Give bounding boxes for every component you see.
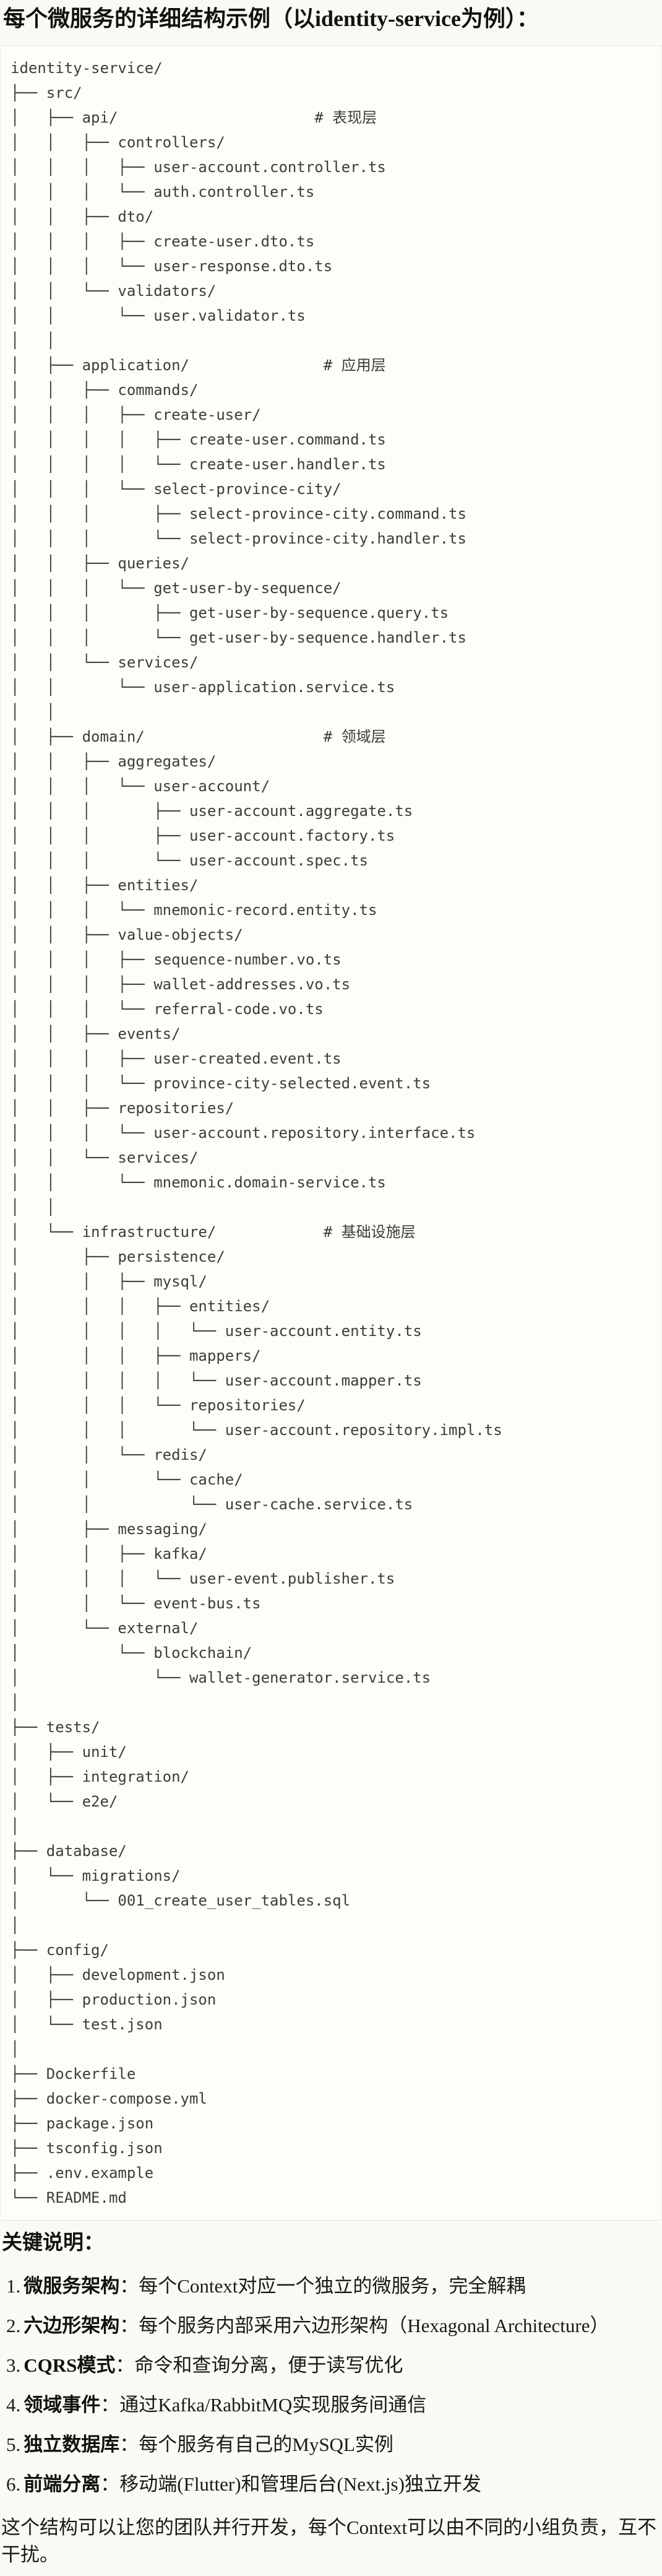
item-number: 1. xyxy=(6,2275,21,2297)
item-text: ：每个Context对应一个独立的微服务，完全解耦 xyxy=(119,2275,526,2297)
item-number: 2. xyxy=(6,2314,21,2336)
item-text: ：每个服务内部采用六边形架构（Hexagonal Architecture） xyxy=(119,2314,609,2336)
item-label: 六边形架构 xyxy=(24,2314,120,2336)
item-number: 5. xyxy=(6,2433,21,2455)
item-number: 3. xyxy=(6,2354,21,2376)
list-item: 5.独立数据库：每个服务有自己的MySQL实例 xyxy=(6,2431,662,2458)
item-number: 4. xyxy=(6,2393,21,2416)
item-label: 微服务架构 xyxy=(24,2275,120,2297)
item-text: ：移动端(Flutter)和管理后台(Next.js)独立开发 xyxy=(100,2473,481,2495)
item-number: 6. xyxy=(6,2473,21,2495)
item-text: ：每个服务有自己的MySQL实例 xyxy=(119,2433,393,2455)
notes-heading: 关键说明： xyxy=(2,2231,104,2254)
item-label: 前端分离 xyxy=(24,2473,101,2495)
code-block: identity-service/ ├── src/ │ ├── api/ # … xyxy=(0,45,662,2221)
item-text: ：通过Kafka/RabbitMQ实现服务间通信 xyxy=(100,2393,427,2416)
item-label: 领域事件 xyxy=(24,2393,101,2416)
list-item: 4.领域事件：通过Kafka/RabbitMQ实现服务间通信 xyxy=(6,2392,662,2419)
directory-tree: identity-service/ ├── src/ │ ├── api/ # … xyxy=(11,59,502,2206)
list-item: 6.前端分离：移动端(Flutter)和管理后台(Next.js)独立开发 xyxy=(6,2471,662,2498)
closing-paragraph: 这个结构可以让您的团队并行开发，每个Context可以由不同的小组负责，互不干扰… xyxy=(1,2516,657,2565)
list-item: 2.六边形架构：每个服务内部采用六边形架构（Hexagonal Architec… xyxy=(6,2312,662,2340)
page-title: 每个微服务的详细结构示例（以identity-service为例）： xyxy=(3,6,539,31)
item-text: ：命令和查询分离，便于读写优化 xyxy=(115,2354,403,2376)
list-item: 1.微服务架构：每个Context对应一个独立的微服务，完全解耦 xyxy=(6,2273,662,2300)
item-label: 独立数据库 xyxy=(24,2433,120,2455)
item-label: CQRS模式 xyxy=(24,2354,116,2376)
notes-list: 1.微服务架构：每个Context对应一个独立的微服务，完全解耦 2.六边形架构… xyxy=(0,2273,662,2498)
list-item: 3.CQRS模式：命令和查询分离，便于读写优化 xyxy=(6,2352,662,2379)
